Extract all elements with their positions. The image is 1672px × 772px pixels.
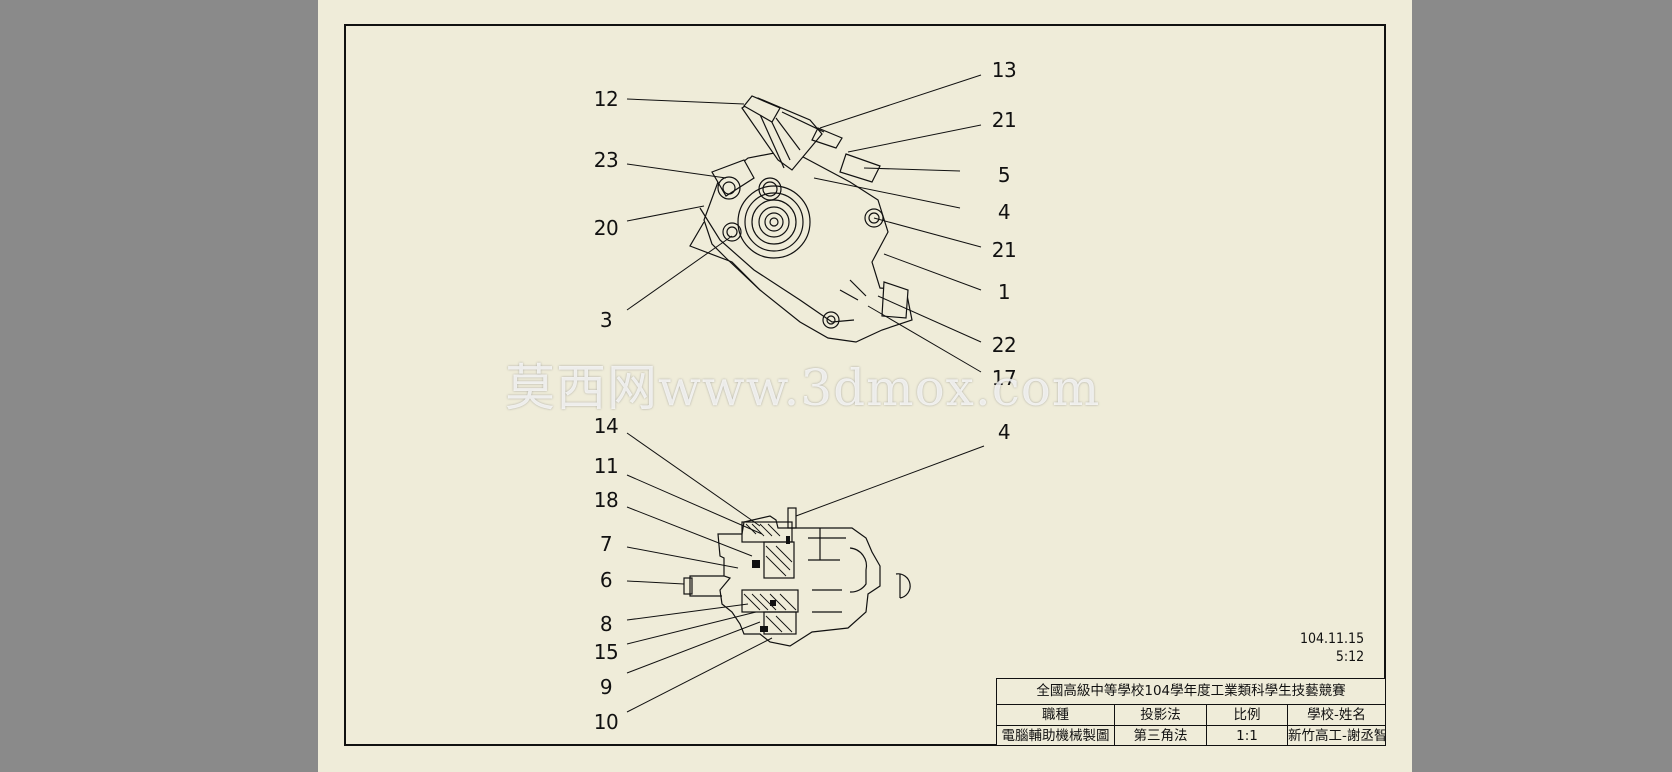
balloon-6: 6 [599, 568, 613, 592]
balloon-18: 18 [593, 488, 619, 512]
value-projection: 第三角法 [1115, 726, 1207, 746]
balloon-15: 15 [593, 640, 619, 664]
balloon-9: 9 [599, 675, 613, 699]
title-block-header: 全國高級中等學校104學年度工業類科學生技藝競賽 [997, 679, 1385, 705]
value-scale: 1:1 [1207, 726, 1288, 746]
viewer-margin [1412, 0, 1672, 772]
title-block-values-row: 電腦輔助機械製圖 第三角法 1:1 新竹高工-謝丞智 [997, 725, 1385, 746]
title-block: 全國高級中等學校104學年度工業類科學生技藝競賽 職種 投影法 比例 學校-姓名… [996, 678, 1386, 746]
caliper-top-view [689, 95, 913, 343]
value-trade: 電腦輔助機械製圖 [997, 726, 1115, 746]
balloon-22: 22 [991, 333, 1017, 357]
label-scale: 比例 [1207, 705, 1288, 725]
balloon-12: 12 [593, 87, 619, 111]
balloon-4-top: 4 [997, 200, 1011, 224]
time-text: 5:12 [1335, 649, 1365, 665]
balloon-20: 20 [593, 216, 619, 240]
leader-lines [626, 74, 985, 713]
label-projection: 投影法 [1115, 705, 1207, 725]
balloon-23: 23 [593, 148, 619, 172]
balloon-17: 17 [991, 366, 1017, 390]
caliper-section-view [683, 507, 911, 647]
balloon-11: 11 [593, 454, 619, 478]
balloon-1: 1 [997, 280, 1011, 304]
label-trade: 職種 [997, 705, 1115, 725]
date-text: 104.11.15 [1300, 631, 1365, 647]
balloon-8: 8 [599, 612, 613, 636]
balloon-4-bottom: 4 [997, 420, 1011, 444]
balloon-5: 5 [997, 163, 1011, 187]
balloon-13: 13 [991, 58, 1017, 82]
value-school-name: 新竹高工-謝丞智 [1288, 728, 1385, 744]
balloon-7: 7 [599, 532, 613, 556]
balloon-21-mid: 21 [991, 238, 1017, 262]
drawing-sheet [318, 0, 1412, 772]
balloon-3: 3 [599, 308, 613, 332]
balloon-14: 14 [593, 414, 619, 438]
watermark-text: 莫西网www.3dmox.com [505, 359, 1101, 417]
balloon-10: 10 [593, 710, 619, 734]
drawing-frame-border [344, 24, 1386, 746]
date-stamp: 104.11.15 5:12 [1300, 630, 1364, 666]
title-block-labels-row: 職種 投影法 比例 學校-姓名 [997, 705, 1385, 725]
label-school-name: 學校-姓名 [1307, 707, 1366, 723]
balloon-21-top: 21 [991, 108, 1017, 132]
